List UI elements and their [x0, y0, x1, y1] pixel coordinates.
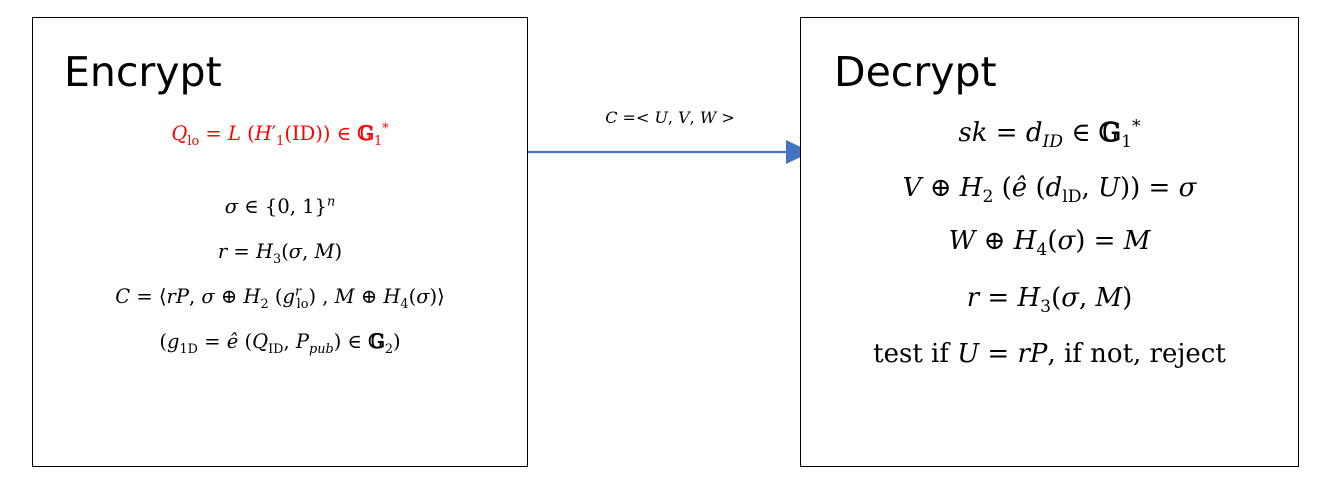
encrypt-line-ciphertext: C = ⟨rP, σ ⊕ H2 (grlo) , M ⊕ H4(σ)⟩ [115, 284, 445, 312]
decrypt-title: Decrypt [834, 48, 997, 96]
encrypt-line-g: (g1D = ê (QID, Ppub) ∈ 𝔾2) [159, 330, 401, 357]
decrypt-line-v: V ⊕ H2 (ê (dlD, U)) = σ [902, 173, 1197, 208]
encrypt-line-q-lo: Qlo = L (H′1(ID)) ∈ 𝔾1* [171, 121, 389, 149]
encrypt-line-sigma: σ ∈ {0, 1}n [224, 194, 336, 218]
encrypt-title: Encrypt [64, 48, 222, 96]
arrow-label: C =< U, V, W > [605, 108, 735, 127]
encrypt-line-r: r = H3(σ, M) [217, 240, 343, 267]
decrypt-line-sk: sk = dID ∈ 𝔾1* [958, 116, 1141, 153]
encrypt-box: Encrypt Qlo = L (H′1(ID)) ∈ 𝔾1* σ ∈ {0, … [32, 17, 528, 467]
decrypt-box: Decrypt sk = dID ∈ 𝔾1* V ⊕ H2 (ê (dlD, U… [800, 17, 1299, 467]
decrypt-line-r: r = H3(σ, M) [966, 283, 1133, 318]
decrypt-line-test: test if U = rP, if not, reject [873, 339, 1226, 369]
decrypt-line-w: W ⊕ H4(σ) = M [948, 226, 1151, 261]
